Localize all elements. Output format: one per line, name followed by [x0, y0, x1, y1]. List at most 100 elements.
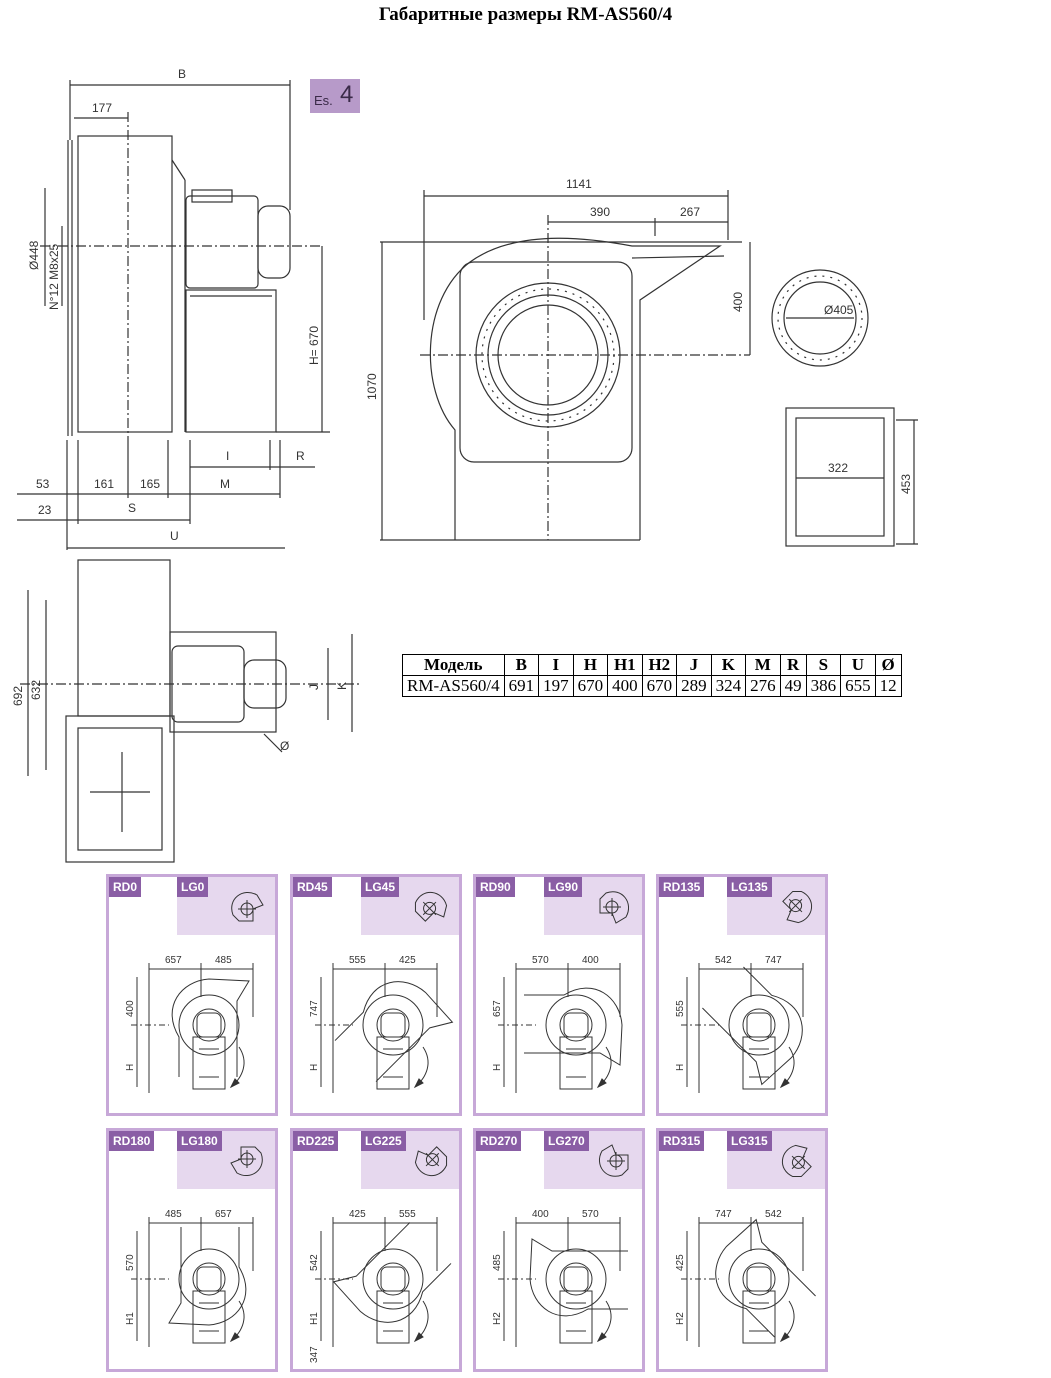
dim-M: M	[220, 477, 230, 491]
dim-vertical-upper: 542	[309, 1254, 320, 1271]
spec-header: M	[745, 654, 781, 676]
dim-R: R	[296, 449, 305, 463]
dim-vertical-upper: 425	[675, 1254, 686, 1271]
dim-vertical-extra: 347	[309, 1346, 320, 1363]
dim-d405: Ø405	[824, 303, 854, 317]
spec-cell: 49	[779, 675, 807, 697]
side-view	[17, 80, 330, 550]
dim-horizontal-right: 747	[765, 955, 782, 966]
dim-horizontal-left: 425	[349, 1209, 366, 1220]
dim-390: 390	[590, 205, 610, 219]
rd-label: RD135	[659, 877, 705, 897]
dim-B: B	[178, 67, 186, 81]
dim-177: 177	[92, 101, 112, 115]
lg-tag-area: LG180	[177, 1131, 275, 1189]
dim-horizontal-left: 570	[532, 955, 549, 966]
spec-header-row: Модель B I H H1 H2 J K M R S U Ø	[402, 654, 902, 676]
dim-O: Ø	[280, 739, 289, 753]
spec-cell: 400	[607, 675, 643, 697]
dim-vertical-upper: 400	[125, 1000, 136, 1017]
orientation-icon	[230, 1146, 263, 1176]
dim-S: S	[128, 501, 136, 515]
dim-J: J	[307, 684, 321, 690]
rd-label: RD270	[476, 1131, 522, 1151]
lg-label: LG90	[544, 877, 583, 897]
lg-tag-area: LG90	[544, 877, 642, 935]
dim-1070: 1070	[365, 373, 379, 400]
spec-cell: 670	[641, 675, 678, 697]
es-number: 4	[340, 81, 354, 108]
dim-vertical-upper: 657	[492, 1000, 503, 1017]
spec-data-row: RM-AS560/4 691 197 670 400 670 289 324 2…	[402, 675, 902, 697]
dim-horizontal-left: 542	[715, 955, 732, 966]
dim-692: 692	[11, 686, 25, 706]
dim-vertical-lower: H	[309, 1064, 320, 1071]
dim-267: 267	[680, 205, 700, 219]
spec-table: Модель B I H H1 H2 J K M R S U Ø RM-AS56…	[402, 654, 902, 697]
lg-label: LG225	[361, 1131, 406, 1151]
dim-vertical-upper: 747	[309, 1000, 320, 1017]
dim-vertical-lower: H1	[309, 1312, 320, 1325]
spec-cell: 289	[676, 675, 712, 697]
dim-vertical-lower: H2	[675, 1312, 686, 1325]
dim-23: 23	[38, 503, 52, 517]
lg-tag-area: LG135	[727, 877, 825, 935]
dim-453: 453	[899, 474, 913, 494]
dim-K: K	[335, 682, 349, 690]
dim-U: U	[170, 529, 179, 543]
spec-cell: 324	[710, 675, 747, 697]
es-badge: Es. 4	[310, 79, 360, 113]
lg-label: LG270	[544, 1131, 589, 1151]
es-prefix: Es.	[314, 93, 333, 108]
orientation-icon	[599, 1144, 629, 1177]
dim-vertical-lower: H2	[492, 1312, 503, 1325]
spec-cell: 655	[840, 675, 876, 697]
dim-400: 400	[731, 292, 745, 312]
dim-vertical-upper: 485	[492, 1254, 503, 1271]
spec-cell: RM-AS560/4	[402, 675, 505, 697]
lg-tag-area: LG0	[177, 877, 275, 935]
top-view	[20, 559, 360, 863]
dim-horizontal-right: 400	[582, 955, 599, 966]
page-title: Габаритные размеры RM-AS560/4	[378, 4, 673, 25]
lg-tag-area: LG270	[544, 1131, 642, 1189]
spec-cell: 276	[745, 675, 781, 697]
dim-322: 322	[828, 461, 848, 475]
dim-horizontal-left: 485	[165, 1209, 182, 1220]
spec-header: U	[840, 654, 876, 676]
dim-horizontal-right: 555	[399, 1209, 416, 1220]
lg-label: LG180	[177, 1131, 222, 1151]
spec-header: H1	[607, 654, 643, 676]
lg-label: LG135	[727, 877, 772, 897]
dimension-drawing: B 177 Ø448 N°12 M8x25 H= 670 I R 53 161 …	[11, 67, 918, 863]
dim-vertical-lower: H	[125, 1064, 136, 1071]
dim-horizontal-left: 555	[349, 955, 366, 966]
dim-vertical-upper: 555	[675, 1000, 686, 1017]
dim-horizontal-right: 657	[215, 1209, 232, 1220]
orientation-icon	[599, 891, 629, 924]
lg-label: LG315	[727, 1131, 772, 1151]
dim-632: 632	[29, 680, 43, 700]
spec-header: Модель	[402, 654, 505, 676]
dim-horizontal-right: 570	[582, 1209, 599, 1220]
dim-165: 165	[140, 477, 160, 491]
outlet-flange	[785, 407, 918, 547]
rd-label: RD225	[293, 1131, 339, 1151]
spec-cell: 386	[805, 675, 842, 697]
spec-header: R	[779, 654, 807, 676]
spec-header: H2	[641, 654, 678, 676]
dim-vertical-lower: H1	[125, 1312, 136, 1325]
dim-1141: 1141	[566, 177, 592, 191]
dim-vertical-lower: H	[675, 1064, 686, 1071]
rd-label: RD0	[109, 877, 142, 897]
lg-label: LG0	[177, 877, 209, 897]
